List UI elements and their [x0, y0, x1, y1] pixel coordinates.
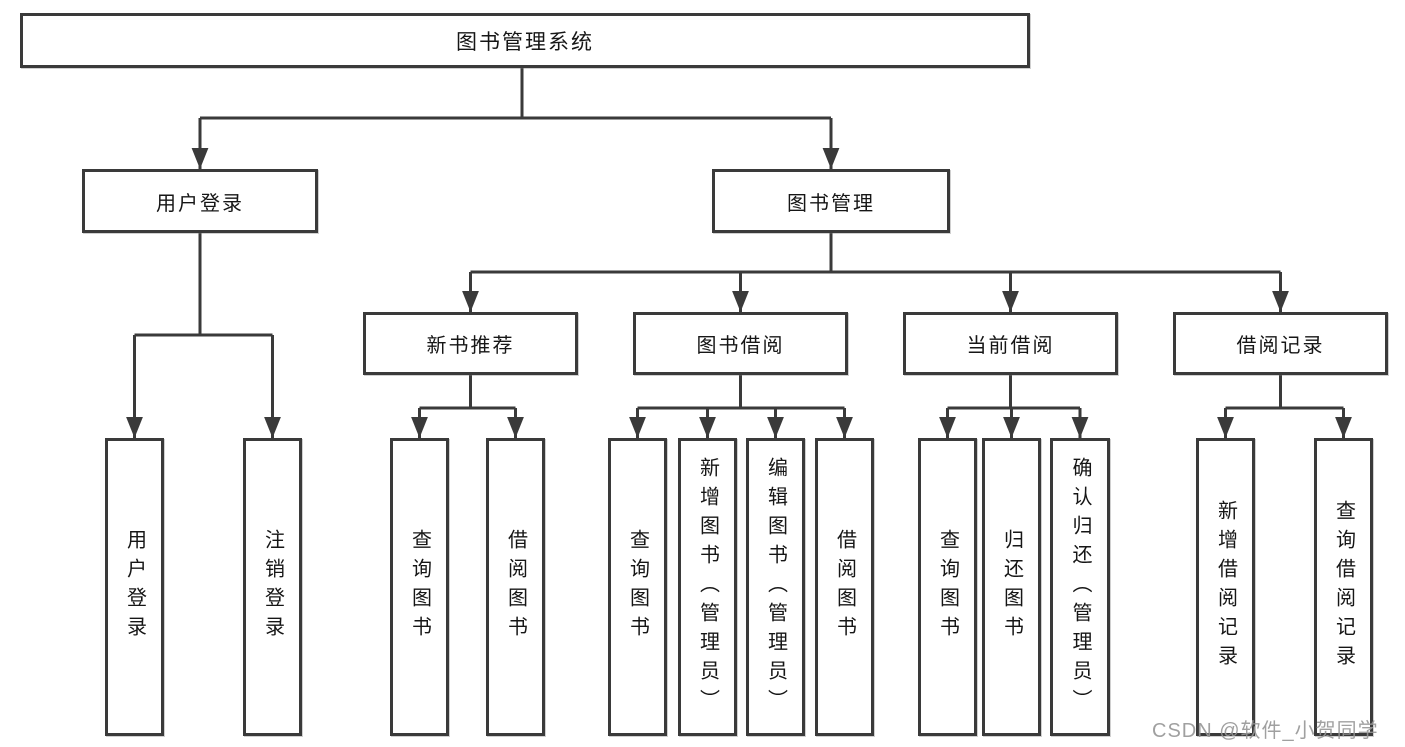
leaf-confirm-return-admin: 确认归还（管理员） — [1050, 438, 1110, 736]
leaf-return-books: 归还图书 — [982, 438, 1041, 736]
leaf-query-books-recommend: 查询图书 — [390, 438, 449, 736]
node-user-login: 用户登录 — [82, 169, 318, 233]
csdn-watermark: CSDN @软件_小贺同学 — [1152, 720, 1379, 742]
leaf-add-borrow-record: 新增借阅记录 — [1196, 438, 1255, 736]
node-book-management: 图书管理 — [712, 169, 950, 233]
leaf-user-login: 用户登录 — [105, 438, 164, 736]
leaf-borrow-books-recommend: 借阅图书 — [486, 438, 545, 736]
leaf-logout: 注销登录 — [243, 438, 302, 736]
node-library-system: 图书管理系统 — [20, 13, 1030, 68]
leaf-query-borrow-record: 查询借阅记录 — [1314, 438, 1373, 736]
node-borrowing-records: 借阅记录 — [1173, 312, 1388, 375]
leaf-edit-books-admin: 编辑图书（管理员） — [746, 438, 805, 736]
node-current-borrowing: 当前借阅 — [903, 312, 1118, 375]
leaf-query-books-borrowing: 查询图书 — [608, 438, 667, 736]
leaf-borrow-books-borrowing: 借阅图书 — [815, 438, 874, 736]
leaf-query-books-current: 查询图书 — [918, 438, 977, 736]
node-new-book-recommend: 新书推荐 — [363, 312, 578, 375]
node-book-borrowing: 图书借阅 — [633, 312, 848, 375]
leaf-add-books-admin: 新增图书（管理员） — [678, 438, 737, 736]
